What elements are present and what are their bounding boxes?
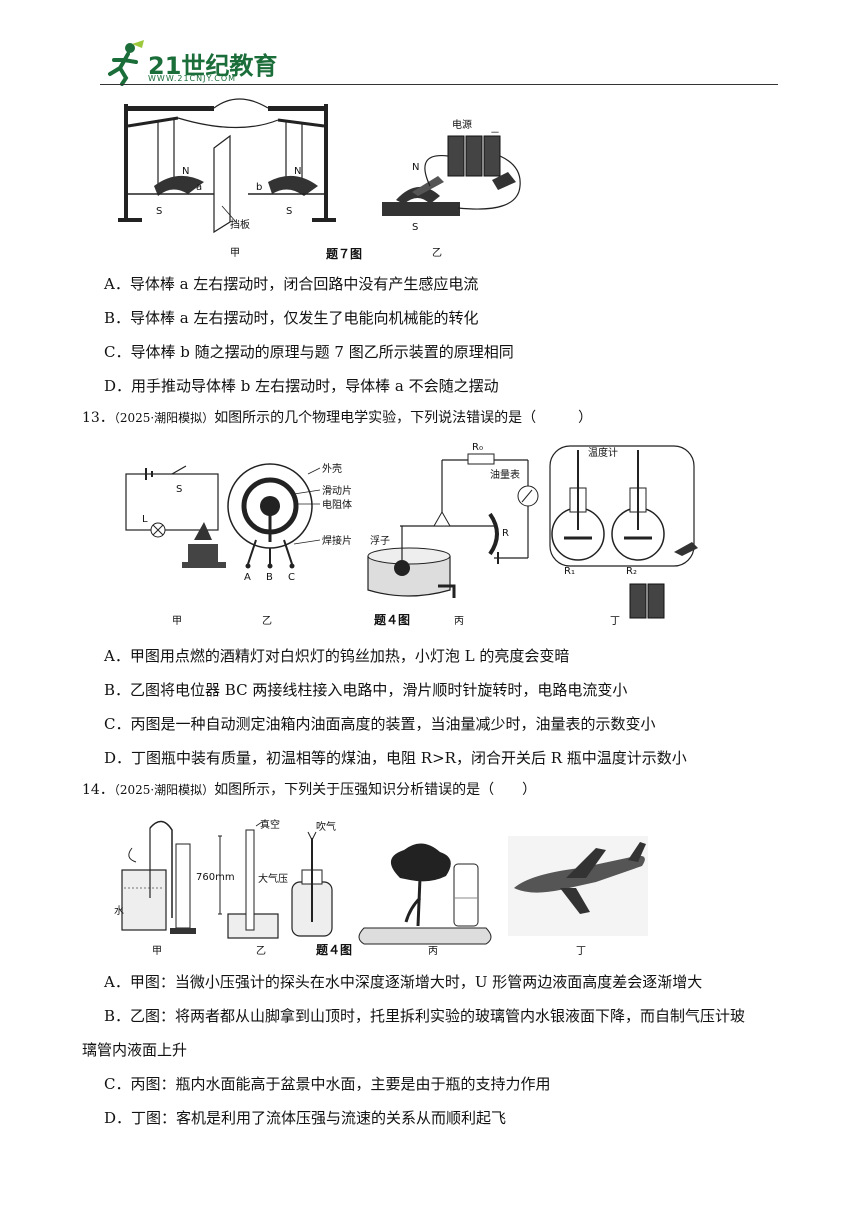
fig7-label-S: S: [156, 206, 162, 217]
q14-option-a: A．甲图：当微小压强计的探头在水中深度逐渐增大时，U 形管两边液面高度差会逐渐增…: [104, 973, 703, 991]
q13-fig-S: S: [176, 484, 182, 495]
fig7-sub-jia: 甲: [230, 248, 240, 259]
q13-fig-R: R: [502, 528, 509, 539]
q14-fig-yi: 乙: [256, 945, 266, 957]
logo-runner-icon: [108, 40, 144, 86]
q13-fig-weld: 焊接片: [322, 534, 352, 547]
q14-stem-line: 14．（2025·潮阳模拟）如图所示，下列关于压强知识分析错误的是（ ）: [82, 780, 536, 800]
q14-fig-ding: 丁: [576, 946, 586, 957]
q14-number: 14．: [82, 782, 114, 798]
q13-option-d: D．丁图瓶中装有质量，初温相等的煤油，电阻 R>R，闭合开关后 R 瓶中温度计示…: [104, 749, 687, 767]
figure-q13: S L 甲 外壳 滑动片 电阻体 焊接片 A B C 乙: [118, 440, 708, 630]
fig7-label-S2: S: [286, 206, 292, 217]
q13-fig-R1: R₁: [564, 566, 575, 577]
q14-option-c: C．丙图：瓶内水面能高于盆景中水面，主要是由于瓶的支持力作用: [104, 1075, 551, 1093]
q14-fig-vacuum: 真空: [260, 818, 280, 831]
q13-source: （2025·潮阳模拟）: [113, 411, 215, 425]
q13-option-a: A．甲图用点燃的酒精灯对白炽灯的钨丝加热，小灯泡 L 的亮度会变暗: [104, 647, 570, 665]
fig7-label-N2: N: [294, 166, 301, 177]
q14-option-b: B．乙图：将两者都从山脚拿到山顶时，托里拆利实验的玻璃管内水银液面下降，而自制气…: [104, 1007, 746, 1025]
q13-fig-A: A: [244, 572, 251, 583]
logo-text: 21世纪教育: [148, 52, 278, 80]
q13-fig-B: B: [266, 572, 273, 583]
fig7-caption: 题７图: [326, 247, 362, 261]
q13-fig-R2: R₂: [626, 566, 637, 577]
q13-fig-yi: 乙: [262, 615, 272, 627]
q13-fig-C: C: [288, 572, 295, 583]
fig7-label-a: a: [196, 182, 202, 193]
header-divider: [100, 84, 778, 85]
fig7-label-b: b: [256, 182, 262, 193]
q13-stem: 如图所示的几个物理电学实验，下列说法错误的是（ ）: [214, 410, 593, 426]
q13-fig-thermo: 温度计: [588, 446, 618, 459]
logo-subtext: WWW.21CNJY.COM: [148, 74, 237, 83]
q14-option-d: D．丁图：客机是利用了流体压强与流速的关系从而顺利起飞: [104, 1109, 507, 1127]
fig7-label-S3: S: [412, 222, 418, 233]
q14-fig-760mm: 760mm: [196, 872, 235, 883]
q13-fig-slider: 滑动片: [322, 484, 352, 497]
q14-fig-blow: 吹气: [316, 820, 336, 833]
q14-stem: 如图所示，下列关于压强知识分析错误的是（ ）: [214, 782, 537, 798]
q14-fig-bing: 丙: [428, 946, 438, 957]
q14-fig-atm: 大气压: [258, 872, 288, 885]
q13-fig-caption: 题４图: [374, 613, 410, 627]
fig7-power-label: 电源: [452, 118, 472, 131]
q13-fig-gauge: 油量表: [490, 468, 520, 481]
q14-fig-jia: 甲: [152, 946, 162, 957]
fig7-minus: －: [490, 128, 500, 139]
figure-q14: 水 甲 真空 吹气 760mm 大气压 乙 题４图 丙 丁: [110, 818, 656, 964]
page-header: 21世纪教育 WWW.21CNJY.COM: [100, 38, 778, 88]
q13-stem-line: 13．（2025·潮阳模拟）如图所示的几个物理电学实验，下列说法错误的是（ ）: [82, 408, 592, 428]
q13-fig-float: 浮子: [370, 535, 390, 547]
q13-option-b: B．乙图将电位器 BC 两接线柱接入电路中，滑片顺时针旋转时，电路电流变小: [104, 681, 628, 699]
q13-fig-shell: 外壳: [322, 462, 342, 475]
q14-fig-water: 水: [114, 905, 124, 917]
fig7-board-label: 挡板: [230, 218, 250, 231]
fig7-label-N3: N: [412, 162, 419, 173]
fig7-label-N: N: [182, 166, 189, 177]
q13-fig-ding: 丁: [610, 616, 620, 627]
q14-fig-caption: 题４图: [316, 943, 352, 957]
figure-7: N a S b N S 挡板 甲 电源 － N S 题７图 乙: [118, 96, 528, 264]
q13-fig-R0: R₀: [472, 442, 483, 453]
q13-fig-resistor: 电阻体: [322, 498, 352, 511]
q12-option-a: A．导体棒 a 左右摆动时，闭合回路中没有产生感应电流: [104, 275, 479, 293]
q12-option-c: C．导体棒 b 随之摆动的原理与题 7 图乙所示装置的原理相同: [104, 343, 514, 361]
q13-option-c: C．丙图是一种自动测定油箱内油面高度的装置，当油量减少时，油量表的示数变小: [104, 715, 656, 733]
q13-fig-bing: 丙: [454, 616, 464, 627]
q12-option-d: D．用手推动导体棒 b 左右摆动时，导体棒 a 不会随之摆动: [104, 377, 499, 395]
q12-option-b: B．导体棒 a 左右摆动时，仅发生了电能向机械能的转化: [104, 309, 479, 327]
q13-fig-L: L: [142, 514, 148, 525]
q13-number: 13．: [82, 410, 114, 426]
q14-source: （2025·潮阳模拟）: [113, 783, 215, 797]
fig7-sub-yi: 乙: [432, 247, 442, 259]
q13-fig-jia: 甲: [172, 616, 182, 627]
q14-option-b-continued: 璃管内液面上升: [82, 1041, 188, 1059]
